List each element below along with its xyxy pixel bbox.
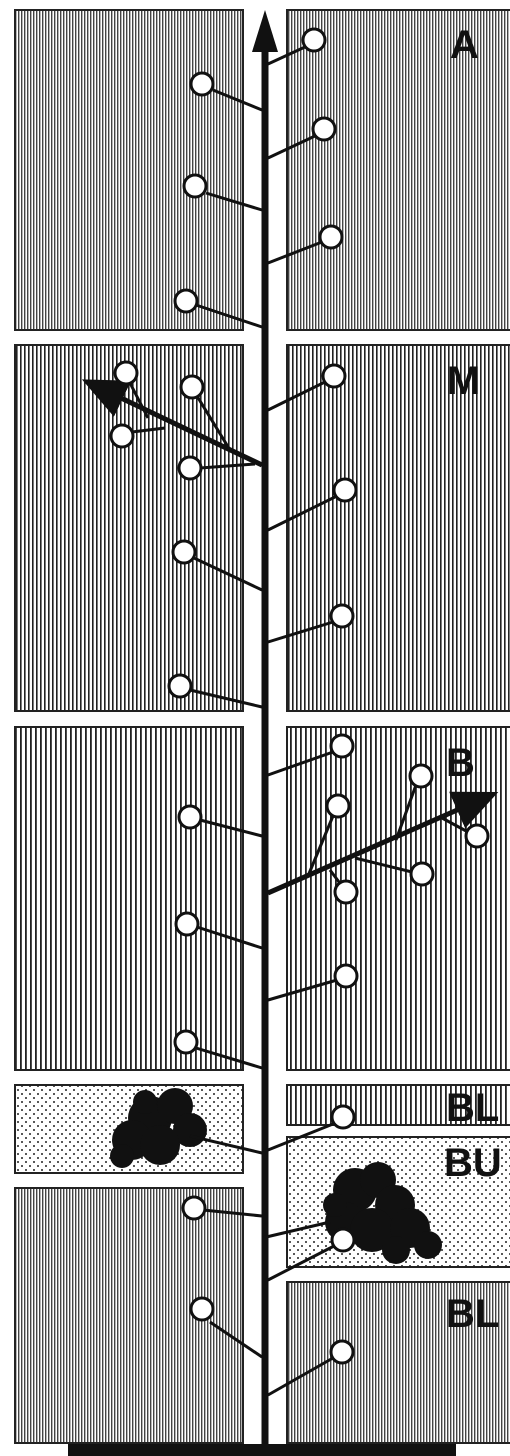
stratum-label-b: B bbox=[446, 741, 475, 785]
stratum-b-left-panel bbox=[14, 726, 244, 1071]
stratum-a: A bbox=[14, 9, 510, 331]
stratum-b-right-panel bbox=[286, 726, 510, 1071]
branches-b bbox=[173, 733, 359, 1070]
stratum-label-a: A bbox=[450, 23, 479, 67]
stratum-b: B bbox=[14, 726, 510, 1071]
main-trunk bbox=[252, 10, 278, 1445]
stratum-m-right-panel bbox=[286, 344, 510, 712]
branches-a bbox=[173, 27, 344, 329]
ink-blot-left bbox=[110, 1088, 207, 1168]
stratum-bl-lower: BL bbox=[286, 1281, 510, 1444]
radiation-cluster-m bbox=[81, 360, 264, 481]
stratum-label-m: M bbox=[447, 359, 480, 403]
trunk-arrowhead bbox=[252, 10, 278, 52]
stratum-label-bl-upper: BL bbox=[446, 1086, 499, 1130]
stratum-bl-upper-right-panel bbox=[286, 1084, 510, 1126]
stratum-a-left-panel bbox=[14, 9, 244, 331]
stratum-label-bu: BU bbox=[444, 1141, 502, 1185]
base-bar bbox=[68, 1444, 456, 1456]
stratum-a-right-panel bbox=[286, 9, 510, 331]
branches-m bbox=[167, 363, 358, 709]
ink-blot-right bbox=[323, 1162, 442, 1264]
radiation-cluster-b bbox=[266, 763, 499, 905]
stratum-label-bl-lower: BL bbox=[446, 1292, 499, 1336]
branches-lower bbox=[181, 1104, 356, 1397]
